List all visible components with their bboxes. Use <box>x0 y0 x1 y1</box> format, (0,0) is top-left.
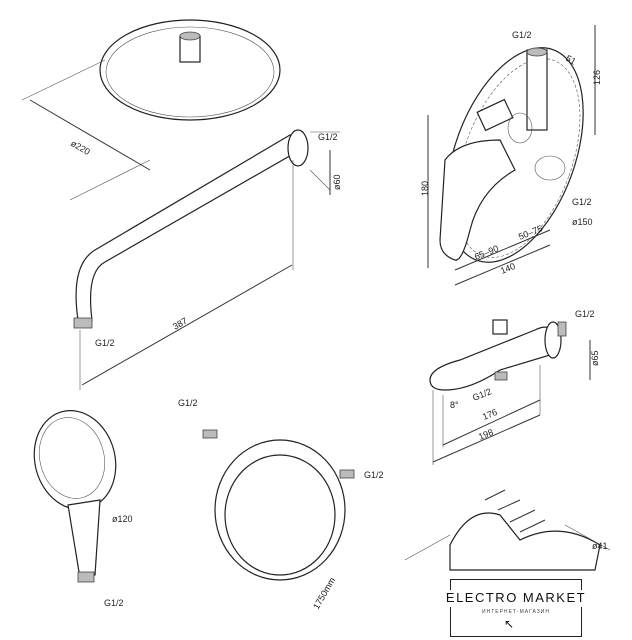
arm-thread-label: G1/2 <box>318 132 338 142</box>
spout-thread-label: G1/2 <box>575 309 595 319</box>
hose-thread1-label: G1/2 <box>178 398 198 408</box>
hose: G1/2 G1/2 1750mm <box>178 398 384 611</box>
bath-spout: G1/2 ø65 G1/2 8° 176 198 <box>429 309 600 465</box>
head-diameter-label: ø220 <box>69 138 92 157</box>
electro-market-logo: ELECTRO MARKET ИНТЕРНЕТ-МАГАЗИН ↖ <box>440 579 592 637</box>
wall-holder: ø41 <box>404 489 611 571</box>
arm-flange-label: ø60 <box>332 174 342 190</box>
arm-length-label: 387 <box>171 316 189 332</box>
shower-arm: G1/2 ø60 387 G1/2 <box>73 129 342 390</box>
concealed-mixer: G1/2 51 126 180 G1/2 ø150 65–90 50–75 14… <box>420 25 602 286</box>
hand-diameter-label: ø120 <box>112 514 133 524</box>
spout-under-thread-label: G1/2 <box>471 386 493 403</box>
spout-len2-label: 198 <box>477 427 495 442</box>
shower-head: ø220 <box>21 19 281 201</box>
arm-outlet-thread-label: G1/2 <box>95 338 115 348</box>
holder-diameter-label: ø41 <box>592 541 608 551</box>
spout-len1-label: 176 <box>481 407 499 422</box>
mixer-depth-label: 51 <box>564 53 578 67</box>
logo-title: ELECTRO MARKET <box>440 590 592 607</box>
hose-length-label: 1750mm <box>311 576 337 611</box>
hand-thread-label: G1/2 <box>104 598 124 608</box>
hose-thread2-label: G1/2 <box>364 470 384 480</box>
mixer-plate-label: ø150 <box>572 217 593 227</box>
mixer-width-label: 140 <box>499 261 517 276</box>
cursor-icon: ↖ <box>504 617 515 631</box>
hand-shower: ø120 G1/2 <box>33 410 133 608</box>
spout-angle-label: 8° <box>450 400 459 410</box>
mixer-top-thread-label: G1/2 <box>512 30 532 40</box>
spout-flange-label: ø65 <box>590 350 600 366</box>
logo-subtitle: ИНТЕРНЕТ-МАГАЗИН <box>482 609 550 615</box>
mixer-height-right-label: 126 <box>592 70 602 85</box>
mixer-side-thread-label: G1/2 <box>572 197 592 207</box>
mixer-height-label: 180 <box>420 181 430 196</box>
